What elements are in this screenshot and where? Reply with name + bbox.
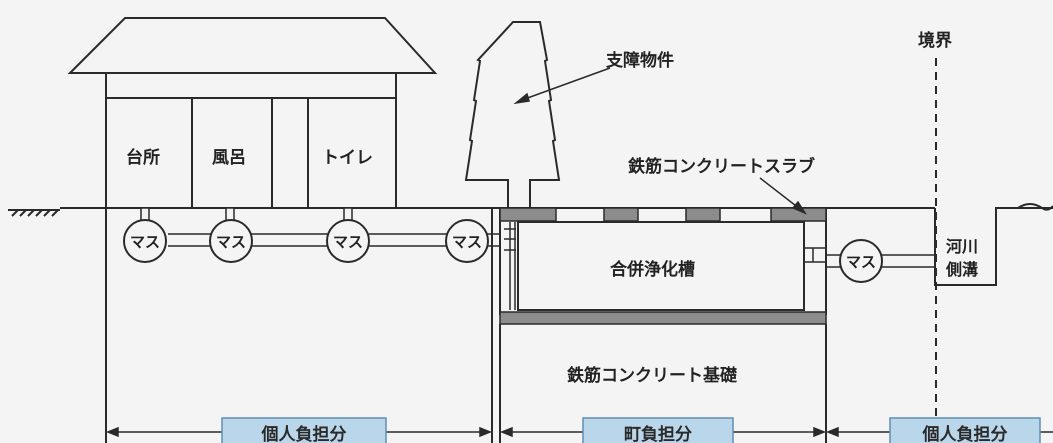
river-ditch: [934, 203, 1053, 286]
svg-text:マス: マス: [216, 233, 246, 251]
masu-3: マス: [326, 219, 370, 263]
svg-text:マス: マス: [333, 233, 363, 251]
house-eave: [105, 72, 397, 99]
masu-4: マス: [445, 219, 489, 263]
cost-share-town: 町負担分: [582, 417, 734, 443]
ground-hatch: [8, 209, 60, 217]
tank-inner: [517, 221, 805, 311]
cost-share-label: 個人負担分: [261, 424, 347, 443]
obstacle-pointer: [513, 67, 611, 105]
label-river-1: 河川: [946, 237, 978, 256]
masu-1: マス: [123, 219, 167, 263]
masu-5: マス: [839, 239, 883, 283]
house: [67, 17, 438, 209]
foundation-top: [499, 311, 827, 325]
label-slab: 鉄筋コンクリートスラブ: [628, 156, 815, 177]
cost-share-label: 町負担分: [624, 425, 692, 443]
cost-share-label: 個人負担分: [922, 424, 1008, 443]
label-toilet: トイレ: [322, 148, 373, 168]
label-bath: 風呂: [212, 148, 246, 168]
foundation: [499, 324, 827, 443]
cost-share-personal-right: 個人負担分: [889, 417, 1041, 443]
label-obstacle: 支障物件: [606, 50, 674, 71]
house-verticals: [105, 208, 493, 443]
room-kitchen: [105, 97, 193, 209]
label-boundary: 境界: [918, 30, 952, 51]
label-river-2: 側溝: [945, 260, 978, 279]
obstacle-tree: [464, 21, 561, 211]
svg-text:マス: マス: [452, 233, 482, 251]
slab-pointer: [759, 177, 807, 215]
masu-group: マス マス マス マス マス: [123, 219, 883, 283]
drain-pipe: [168, 222, 936, 310]
label-tank: 合併浄化槽: [610, 259, 695, 280]
svg-text:マス: マス: [846, 253, 876, 271]
cost-share-personal-left: 個人負担分: [221, 417, 387, 443]
label-kitchen: 台所: [126, 147, 160, 168]
room-toilet: [307, 97, 397, 209]
label-foundation: 鉄筋コンクリート基礎: [567, 365, 738, 386]
slab-pieces: [499, 207, 827, 222]
svg-text:マス: マス: [130, 233, 160, 251]
house-roof: [67, 17, 438, 74]
risers: [140, 207, 353, 223]
masu-2: マス: [209, 219, 253, 263]
